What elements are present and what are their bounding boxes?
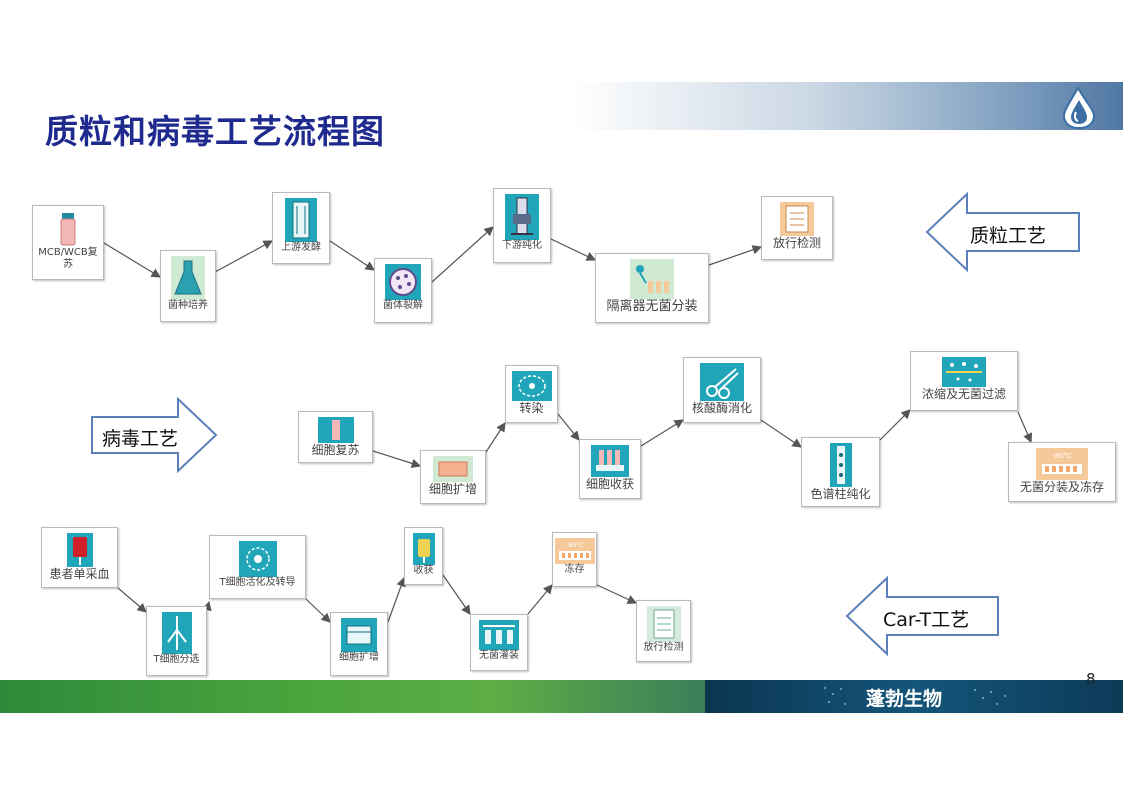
- step-label: 隔离器无菌分装: [606, 299, 698, 314]
- step-cart-cell-expansion[interactable]: 细胞扩增: [330, 612, 388, 676]
- step-label: 收获: [413, 565, 434, 576]
- bioreactor-icon: [341, 618, 377, 652]
- page-number: 8: [1086, 670, 1096, 688]
- step-label: 色谱柱纯化: [810, 487, 871, 501]
- virus-process-arrow: 病毒工艺: [90, 397, 218, 473]
- step-cell-lysis[interactable]: 菌体裂解: [374, 258, 432, 323]
- step-label: 放行检测: [643, 642, 684, 653]
- header-band: [570, 82, 1123, 130]
- step-t-cell-selection[interactable]: T细胞分选: [146, 606, 207, 676]
- flask-icon: [171, 256, 205, 300]
- step-label: 细胞扩增: [428, 482, 477, 496]
- step-harvest[interactable]: 收获: [404, 527, 443, 585]
- step-label: 冻存: [564, 564, 585, 575]
- freezer-icon: -80°C: [1036, 448, 1088, 480]
- step-label: 细胞收获: [585, 477, 634, 491]
- step-label: 浓缩及无菌过滤: [921, 387, 1006, 401]
- cell-vial-icon: [317, 417, 354, 443]
- step-label: 患者单采血: [49, 567, 110, 581]
- freeze-temp-label: -80°C: [1052, 452, 1072, 460]
- step-isolator-aseptic-filling[interactable]: 隔离器无菌分装: [595, 253, 709, 323]
- step-aseptic-fill[interactable]: 无菌灌装: [470, 614, 528, 671]
- cart-process-arrow: Car-T工艺: [845, 576, 1000, 656]
- step-cryopreservation[interactable]: -80°C 冻存: [552, 532, 597, 587]
- step-chromatography-purification[interactable]: 色谱柱纯化: [801, 437, 880, 507]
- step-nuclease-digestion[interactable]: 核酸酶消化: [683, 357, 761, 423]
- lysis-icon: [385, 264, 421, 300]
- filling-icon: [630, 259, 674, 299]
- plasmid-process-arrow: 质粒工艺: [925, 192, 1081, 272]
- culture-flask-icon: [433, 456, 473, 482]
- step-label: 细胞复苏: [311, 443, 360, 457]
- step-concentration-filtration[interactable]: 浓缩及无菌过滤: [910, 351, 1018, 411]
- step-label: 无菌分装及冻存: [1019, 480, 1104, 494]
- step-patient-apheresis[interactable]: 患者单采血: [41, 527, 118, 588]
- step-cell-expansion[interactable]: 细胞扩增: [420, 450, 486, 504]
- step-label-cont: 苏: [63, 259, 73, 270]
- step-label: T细胞分选: [153, 654, 200, 665]
- column-icon: [505, 194, 539, 240]
- freeze-temp-label: -80°C: [566, 542, 583, 549]
- step-label: 菌种培养: [168, 300, 208, 311]
- chromatography-column-icon: [829, 443, 852, 487]
- step-cart-release-testing[interactable]: 放行检测: [636, 600, 691, 662]
- checklist-icon: [646, 606, 681, 642]
- company-logo: [1058, 82, 1123, 130]
- step-label: 细胞扩增: [339, 652, 379, 663]
- plasmid-process-label: 质粒工艺: [970, 225, 1047, 247]
- scissors-icon: [700, 363, 744, 401]
- step-label: 下游纯化: [502, 240, 542, 251]
- step-label: 放行检测: [772, 236, 821, 250]
- fill-station-icon: [479, 620, 519, 650]
- step-label: 菌体裂解: [383, 300, 423, 311]
- step-label: 转染: [519, 401, 544, 415]
- footer-brand: 蓬勃生物: [866, 688, 943, 710]
- step-transfection[interactable]: 转染: [505, 365, 558, 423]
- step-label: 上游发酵: [281, 242, 321, 253]
- checklist-icon: [780, 202, 814, 236]
- step-label: 核酸酶消化: [691, 401, 752, 415]
- cell-separator-icon: [161, 612, 192, 654]
- transfection-icon: [511, 371, 552, 401]
- step-seed-culture[interactable]: 菌种培养: [160, 250, 216, 322]
- step-label: 无菌灌装: [479, 650, 519, 661]
- step-label: MCB/WCB复: [38, 247, 98, 258]
- step-upstream-fermentation[interactable]: 上游发酵: [272, 192, 330, 264]
- page-title: 质粒和病毒工艺流程图: [45, 112, 385, 151]
- fermenter-icon: [285, 198, 317, 242]
- step-cell-harvest[interactable]: 细胞收获: [579, 439, 641, 499]
- step-aseptic-filling-freezing[interactable]: -80°C 无菌分装及冻存: [1008, 442, 1116, 502]
- vial-icon: [60, 213, 76, 246]
- cart-process-label: Car-T工艺: [883, 609, 970, 631]
- step-cell-revival[interactable]: 细胞复苏: [298, 411, 373, 463]
- harvest-bag-icon: [412, 533, 435, 565]
- step-t-cell-activation-transduction[interactable]: T细胞活化及转导: [209, 535, 306, 599]
- blood-bag-icon: [66, 533, 93, 567]
- step-downstream-purification[interactable]: 下游纯化: [493, 188, 551, 263]
- cryo-freezer-icon: -80°C: [554, 538, 595, 564]
- footer-pattern: [823, 686, 1007, 706]
- activation-icon: [238, 541, 277, 577]
- step-release-testing[interactable]: 放行检测: [761, 196, 833, 260]
- virus-process-label: 病毒工艺: [102, 428, 179, 450]
- filter-icon: [942, 357, 986, 387]
- harvest-tubes-icon: [591, 445, 629, 477]
- step-mcb-wcb-revival[interactable]: MCB/WCB复 苏: [32, 205, 104, 280]
- footer-blue-band: [705, 680, 1123, 713]
- step-label: T细胞活化及转导: [219, 577, 296, 588]
- footer-green-band: [0, 680, 705, 713]
